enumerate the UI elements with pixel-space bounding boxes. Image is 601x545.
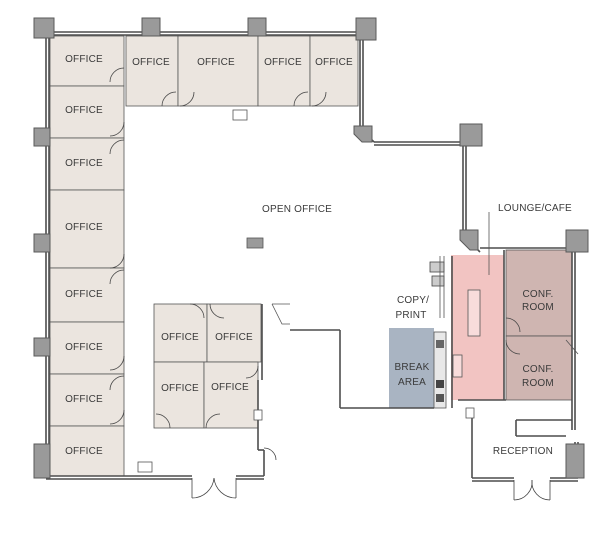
label-office-top-1: OFFICE [132, 57, 170, 68]
door-swing [179, 91, 195, 107]
door-swing [205, 413, 221, 429]
label-conf-room-2-line2: ROOM [522, 378, 554, 389]
label-conf-room-1-line1: CONF. [523, 289, 554, 300]
label-office-left-3: OFFICE [65, 158, 103, 169]
door-swing [109, 139, 125, 155]
appliance-icon [436, 380, 444, 388]
door-swing [245, 365, 259, 379]
office-top-3-area [257, 35, 311, 107]
label-reception: RECEPTION [493, 446, 553, 457]
door-swing [109, 253, 125, 269]
lounge-cabinet [452, 354, 463, 378]
door-swing [311, 91, 327, 107]
structural-tick [565, 339, 579, 355]
column-marker [232, 109, 248, 121]
center-office-cluster [153, 303, 262, 429]
label-break-area-line2: AREA [398, 377, 426, 388]
door-swing [209, 303, 225, 319]
break-area-zone [389, 328, 434, 408]
office-center-1-area [153, 303, 208, 363]
label-office-left-5: OFFICE [65, 289, 103, 300]
top-office-row [125, 35, 359, 107]
office-top-4-area [309, 35, 359, 107]
office-left-1-area [49, 35, 125, 87]
door-swing [109, 67, 125, 83]
door-swing [263, 447, 277, 461]
entry-door-right [213, 477, 237, 499]
label-office-left-4: OFFICE [65, 222, 103, 233]
label-copy-print-line1: COPY/ [397, 295, 429, 306]
entry-door-left [191, 477, 215, 499]
label-conf-room-1-line2: ROOM [522, 302, 554, 313]
structural-columns [33, 17, 589, 479]
office-left-4-area [49, 189, 125, 269]
office-left-2-area [49, 85, 125, 139]
column-marker [465, 407, 475, 419]
door-swing [109, 269, 125, 285]
office-center-2-area [206, 303, 262, 363]
door-swing [109, 121, 125, 137]
label-copy-print-line2: PRINT [396, 310, 427, 321]
door-swing [161, 91, 177, 107]
label-office-top-3: OFFICE [264, 57, 302, 68]
label-office-left-1: OFFICE [65, 54, 103, 65]
office-top-1-area [125, 35, 179, 107]
label-office-top-4: OFFICE [315, 57, 353, 68]
conf-room-2-area [505, 335, 573, 401]
label-office-center-3: OFFICE [161, 383, 199, 394]
door-swing [109, 355, 125, 371]
label-office-top-2: OFFICE [197, 57, 235, 68]
label-office-left-6: OFFICE [65, 342, 103, 353]
conf-room-1-area [505, 249, 573, 337]
door-swing [189, 303, 205, 319]
column-marker [246, 237, 264, 249]
label-office-center-2: OFFICE [215, 332, 253, 343]
appliance-icon [436, 394, 444, 402]
sink-icon [436, 340, 444, 348]
office-left-6-area [49, 321, 125, 375]
label-open-office: OPEN OFFICE [262, 204, 332, 215]
door-swing [109, 409, 125, 425]
reception-door-right [531, 479, 551, 501]
copier-icon [429, 261, 445, 273]
label-office-center-1: OFFICE [161, 332, 199, 343]
office-top-2-area [177, 35, 259, 107]
label-office-left-2: OFFICE [65, 105, 103, 116]
label-conf-room-2-line1: CONF. [523, 364, 554, 375]
reception-door-left [513, 479, 533, 501]
office-center-4-area [203, 361, 259, 429]
label-break-area-line1: BREAK [395, 362, 430, 373]
door-swing [505, 317, 521, 333]
label-office-left-8: OFFICE [65, 446, 103, 457]
label-office-center-4: OFFICE [211, 382, 249, 393]
office-center-3-area [153, 361, 205, 429]
door-swing [293, 91, 309, 107]
exterior-walls [44, 31, 579, 482]
door-swing [505, 339, 521, 355]
column-marker [253, 409, 263, 421]
label-office-left-7: OFFICE [65, 394, 103, 405]
door-swing [109, 375, 125, 391]
door-swing [155, 413, 171, 429]
printer-icon [431, 275, 445, 287]
kitchenette-counter [433, 331, 447, 409]
lounge-counter [467, 289, 481, 337]
label-lounge-cafe: LOUNGE/CAFE [498, 203, 572, 214]
left-office-stack [49, 35, 125, 477]
column-marker [137, 461, 153, 473]
